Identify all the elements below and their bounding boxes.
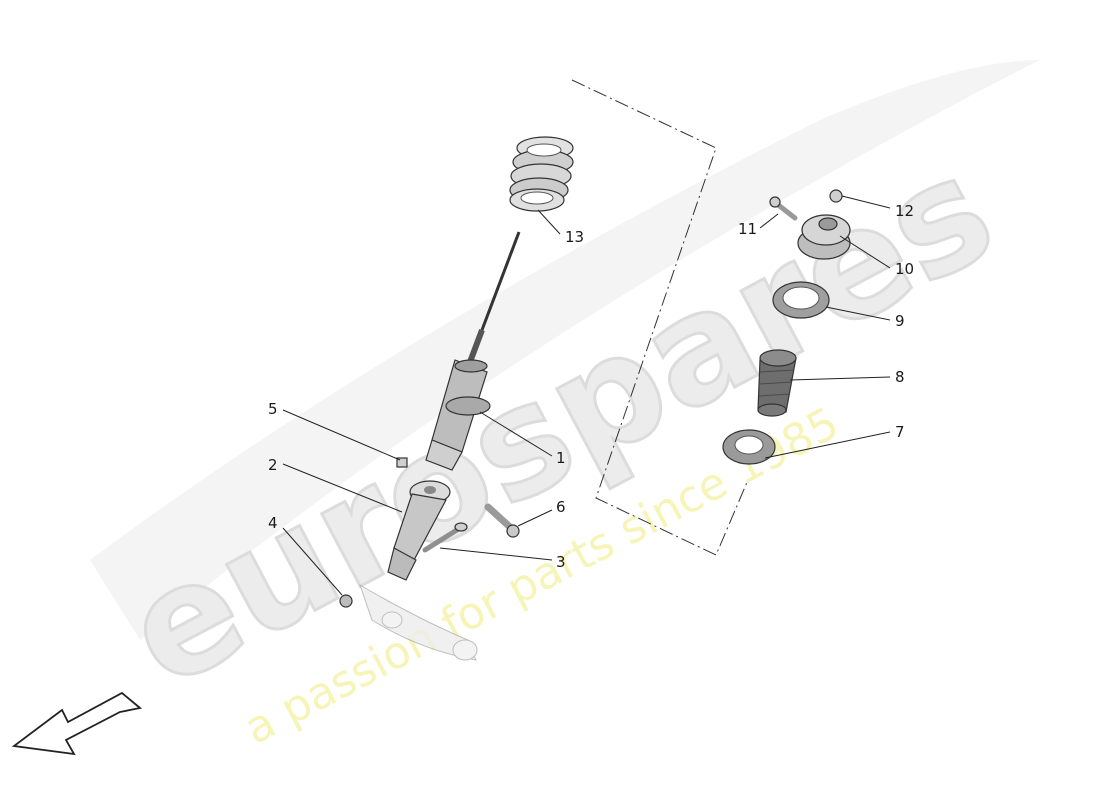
callout-3: 3 [556, 553, 566, 571]
leader-line-2 [282, 463, 403, 513]
callout-7: 7 [895, 423, 905, 441]
callout-labels: 1 2 3 4 5 6 7 8 9 10 11 12 13 [268, 202, 914, 571]
callout-11: 11 [738, 220, 757, 238]
coil-spring [509, 136, 574, 212]
callout-8: 8 [895, 368, 905, 386]
leader-line-10 [839, 235, 891, 269]
leader-line-8 [789, 376, 891, 381]
assembly-frame [571, 79, 749, 556]
lower-fork [387, 480, 451, 581]
callout-6: 6 [556, 498, 566, 516]
lower-control-arm [359, 583, 478, 661]
leader-line-11 [759, 213, 779, 229]
top-mount [797, 214, 851, 260]
callout-2: 2 [268, 456, 278, 474]
small-nut-5 [396, 457, 408, 468]
bolt-11 [769, 196, 798, 221]
callout-10: 10 [895, 260, 914, 278]
bump-stop [757, 349, 797, 417]
watermark-swoosh [90, 60, 1040, 640]
callout-13: 13 [565, 228, 584, 246]
leader-line-13 [537, 209, 561, 235]
spring-seat-ring [772, 281, 830, 319]
shock-absorber [425, 231, 521, 471]
leader-line-1 [479, 411, 553, 457]
front-direction-arrow [11, 691, 143, 756]
callout-1: 1 [556, 449, 566, 467]
lower-spring-seat [722, 429, 776, 465]
bolt-3 [422, 522, 468, 553]
leader-line-6 [517, 509, 553, 527]
bolt-6 [484, 503, 520, 538]
leader-lines [282, 195, 891, 596]
watermark-brand: eurospares [100, 123, 1019, 722]
leader-line-9 [825, 306, 891, 321]
callout-9: 9 [895, 312, 905, 330]
nut-4 [339, 594, 353, 608]
leader-line-7 [764, 431, 891, 459]
leader-line-12 [841, 195, 891, 209]
leader-line-3 [439, 547, 553, 561]
nut-12 [829, 189, 843, 203]
callout-4: 4 [268, 514, 278, 532]
leader-line-4 [282, 527, 343, 596]
leader-line-5 [282, 409, 401, 461]
callout-12: 12 [895, 202, 914, 220]
callout-5: 5 [268, 400, 278, 418]
